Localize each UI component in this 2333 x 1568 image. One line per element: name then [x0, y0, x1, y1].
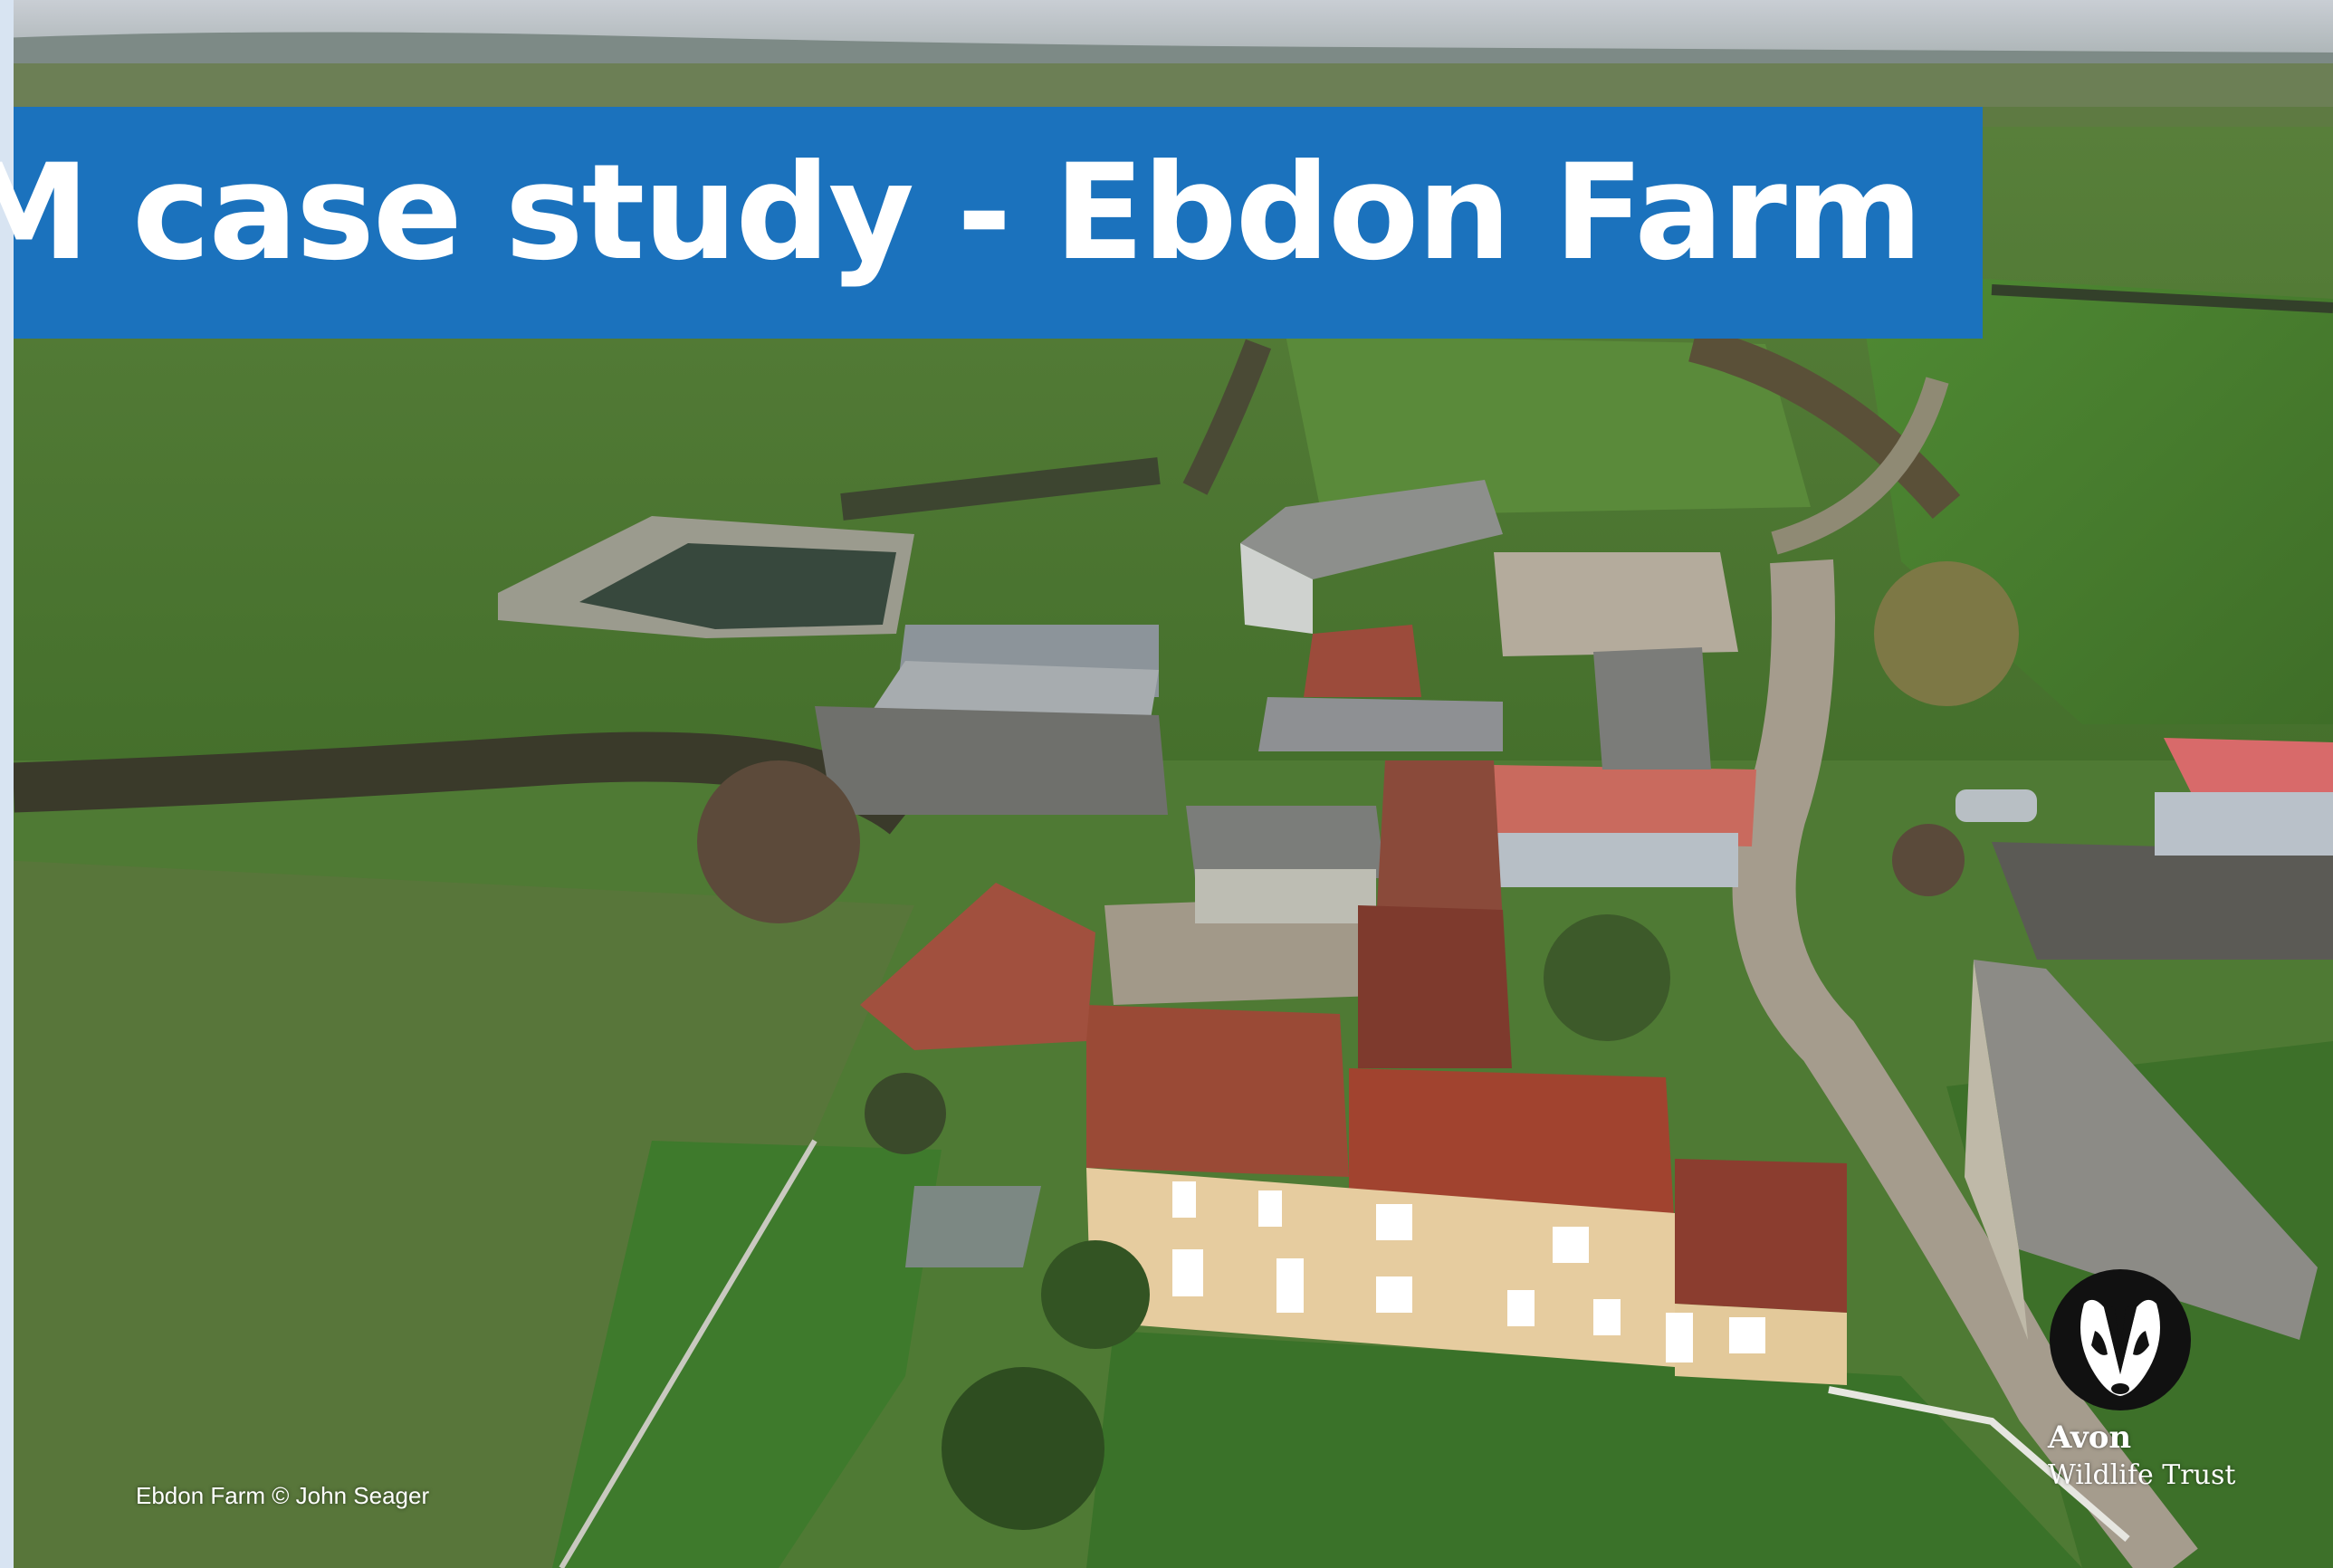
fence — [559, 1139, 818, 1568]
tree — [942, 1367, 1104, 1530]
lower-left-field — [0, 860, 914, 1568]
barn — [1593, 647, 1711, 770]
photo-credit: Ebdon Farm © John Seager — [136, 1482, 430, 1509]
red-roof-barn — [2164, 738, 2333, 797]
shed — [1304, 625, 1421, 697]
title-banner-bg — [0, 107, 1983, 339]
farmhouse-roof — [1086, 1005, 1349, 1177]
title-banner: RM case study - Ebdon Farm — [0, 107, 1983, 339]
slide-title: RM case study - Ebdon Farm — [0, 136, 1923, 290]
bush — [1892, 824, 1965, 896]
badger-icon — [2050, 1269, 2191, 1410]
farmhouse-roof — [1349, 1068, 1675, 1231]
distant-hills — [0, 32, 2333, 72]
red-roof-barn — [1494, 765, 1756, 846]
outbuilding-roof — [860, 883, 1095, 1050]
pond — [579, 543, 896, 629]
stone-building — [1376, 760, 1503, 923]
farmhouse-windows — [1172, 1181, 1765, 1362]
hedgerow — [1182, 339, 1272, 495]
tree — [697, 760, 860, 923]
garden-lawn — [552, 1141, 942, 1568]
bush — [1544, 914, 1670, 1041]
tree — [1041, 1240, 1150, 1349]
logo-name: Avon — [2048, 1420, 2132, 1456]
hedgerow — [1991, 284, 2333, 313]
bush — [865, 1073, 946, 1154]
slide-edge-strip — [0, 0, 14, 1568]
barn — [1974, 960, 2318, 1340]
farm-track — [1732, 559, 2198, 1568]
open-barn — [1992, 842, 2333, 960]
tree — [1874, 561, 2019, 706]
barn — [1186, 806, 1385, 878]
avon-wildlife-trust-logo: Avon Wildlife Trust — [2048, 1267, 2238, 1503]
barn — [1240, 480, 1503, 579]
farmhouse-roof — [1675, 1159, 1847, 1313]
hedgerow — [1688, 326, 1961, 520]
fence — [1828, 1386, 2130, 1543]
logo-subtitle: Wildlife Trust — [2048, 1459, 2236, 1491]
center-field — [1286, 335, 1811, 516]
barn — [1258, 697, 1503, 751]
hedgerow — [840, 457, 1161, 521]
greenhouse — [905, 1186, 1041, 1267]
lower-lawn — [1086, 1331, 2082, 1568]
parked-car — [1955, 789, 2037, 822]
yard — [1494, 552, 1738, 656]
barn — [815, 706, 1168, 815]
farmhouse-roof — [1358, 905, 1512, 1068]
